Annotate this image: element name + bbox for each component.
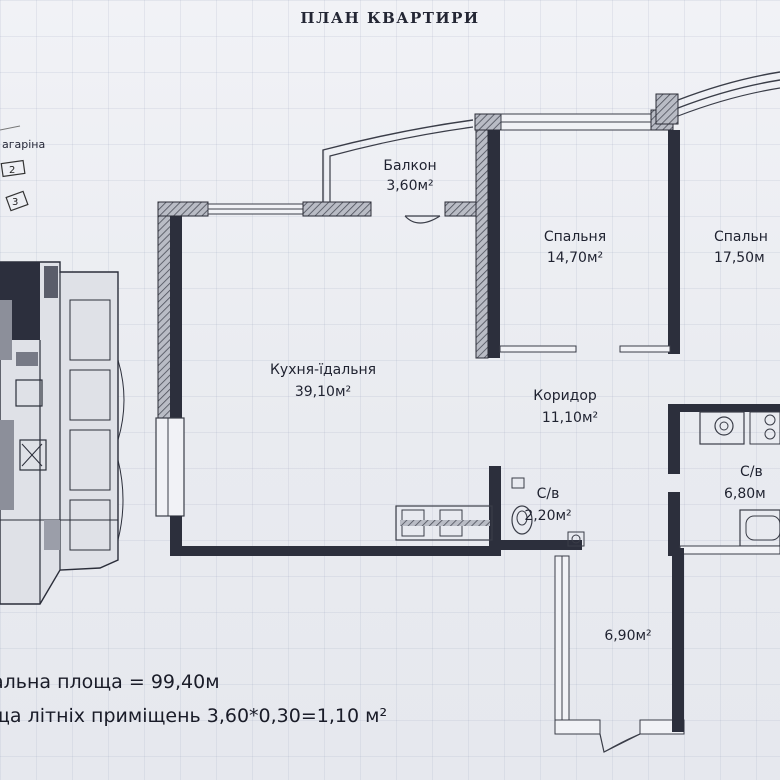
svg-text:С/в: С/в (537, 486, 560, 502)
room-label-bathroom-1: С/в 2,20м² (524, 486, 571, 524)
room-label-corridor: Коридор 11,10м² (533, 388, 598, 426)
apartment-walls (155, 71, 780, 753)
svg-text:6,80м: 6,80м (724, 486, 766, 502)
svg-text:6,90м²: 6,90м² (604, 628, 651, 644)
svg-text:С/в: С/в (740, 464, 763, 480)
room-label-kitchen-dining: Кухня-їдальня 39,10м² (270, 362, 376, 400)
svg-text:3: 3 (12, 197, 18, 208)
summer-area-line: ща літніх приміщень 3,60*0,30=1,10 м² (0, 705, 388, 727)
site-marker-3: 3 (5, 190, 29, 212)
svg-text:Балкон: Балкон (383, 158, 436, 174)
svg-text:39,10м²: 39,10м² (295, 384, 351, 400)
room-label-balcony: Балкон 3,60м² (383, 158, 436, 194)
street-label: агаріна (2, 138, 45, 151)
building-footprint (0, 261, 125, 605)
svg-text:14,70м²: 14,70м² (547, 250, 603, 266)
room-label-bathroom-2: С/в 6,80м (724, 464, 766, 502)
site-marker-2: 2 (0, 159, 26, 178)
svg-text:2,20м²: 2,20м² (524, 508, 571, 524)
svg-text:Спальн: Спальн (714, 229, 768, 245)
svg-text:Спальня: Спальня (544, 229, 606, 245)
svg-text:3,60м²: 3,60м² (386, 178, 433, 194)
svg-text:17,50м: 17,50м (714, 250, 765, 266)
room-label-bedroom-2: Спальн 17,50м (714, 229, 768, 266)
svg-text:2: 2 (9, 165, 15, 176)
svg-text:Коридор: Коридор (533, 388, 597, 404)
svg-text:Кухня-їдальня: Кухня-їдальня (270, 362, 376, 378)
room-label-bedroom-1: Спальня 14,70м² (544, 229, 606, 266)
plan-title: ПЛАН КВАРТИРИ (300, 9, 480, 27)
svg-text:11,10м²: 11,10м² (542, 410, 598, 426)
site-plan: агаріна 2 3 (0, 125, 125, 605)
total-area-line: альна площа = 99,40м (0, 671, 220, 693)
room-label-storage: 6,90м² (604, 628, 651, 644)
